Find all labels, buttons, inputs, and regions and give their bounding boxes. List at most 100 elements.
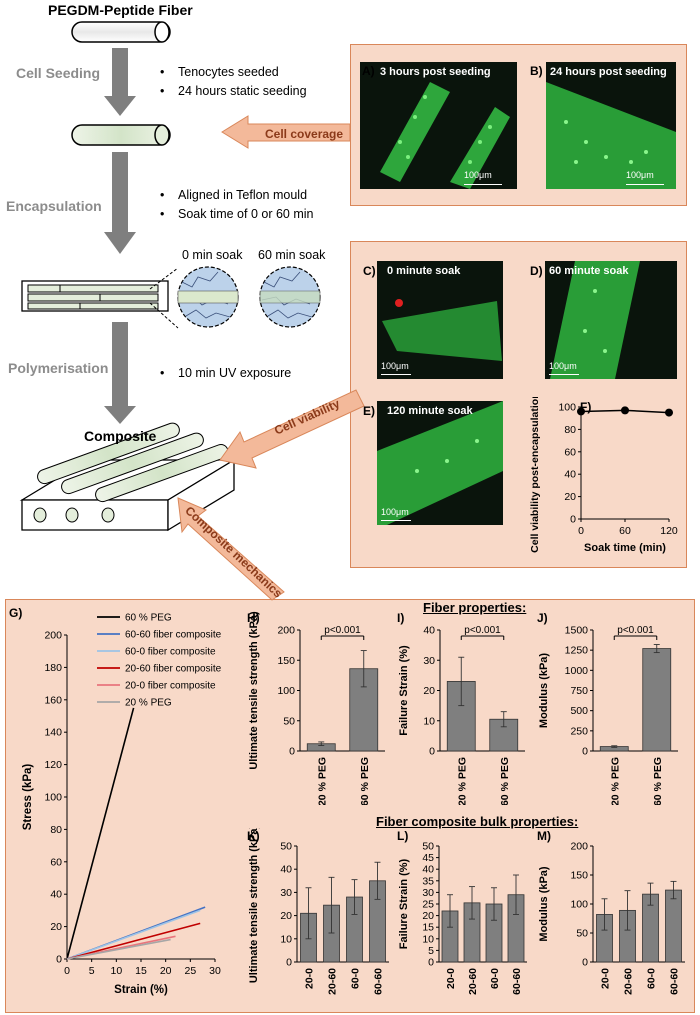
y-tick-label: 30 xyxy=(422,887,434,899)
step-cell-seeding: Cell Seeding xyxy=(16,65,101,81)
y-axis-label: Failure Strain (%) xyxy=(398,645,410,736)
bullet-item: 10 min UV exposure xyxy=(160,364,291,383)
x-tick-label: 5 xyxy=(89,965,95,977)
data-point xyxy=(621,406,629,415)
y-tick-label: 180 xyxy=(44,662,62,674)
bullet-item: Soak time of 0 or 60 min xyxy=(160,205,313,224)
y-tick-label: 0 xyxy=(582,746,588,758)
x-tick-label: 25 xyxy=(184,965,196,977)
y-tick-label: 50 xyxy=(280,841,292,853)
y-tick-label: 100 xyxy=(558,402,576,414)
x-tick-label: 20-0 xyxy=(600,968,612,989)
x-tick-label: 60-0 xyxy=(350,968,362,989)
y-tick-label: 100 xyxy=(44,792,62,804)
legend-label: 60-0 fiber composite xyxy=(125,647,216,658)
y-axis-label: Failure Strain (%) xyxy=(398,858,410,949)
micrograph-a: 3 hours post seeding 100μm xyxy=(360,62,517,189)
bullet-item: Tenocytes seeded xyxy=(160,63,307,82)
y-axis-label: Ultimate tensile strength (kPa) xyxy=(248,828,260,983)
plain-fiber xyxy=(71,21,171,43)
x-tick-label: 60 % PEG xyxy=(652,757,664,805)
micrograph-b-title: 24 hours post seeding xyxy=(550,66,667,78)
y-tick-label: 50 xyxy=(422,841,434,853)
legend-label: 20 % PEG xyxy=(125,698,172,709)
panel-letter-d: D) xyxy=(530,264,543,278)
x-tick-label: 10 xyxy=(110,965,122,977)
significance-label: p<0.001 xyxy=(617,625,654,636)
panel-letter: G) xyxy=(9,606,22,620)
x-tick-label: 0 xyxy=(64,965,70,977)
x-tick-label: 20 xyxy=(160,965,172,977)
micrograph-e: 120 minute soak 100μm xyxy=(377,401,503,525)
x-tick-label: 20-0 xyxy=(304,968,316,989)
y-tick-label: 80 xyxy=(50,824,62,836)
y-tick-label: 0 xyxy=(286,957,292,969)
scale-bar xyxy=(381,520,411,521)
panel-letter: J) xyxy=(537,611,548,625)
panel-letter: I) xyxy=(397,611,404,625)
down-arrow-3 xyxy=(104,322,136,424)
x-tick-label: 20 % PEG xyxy=(456,757,468,805)
y-tick-label: 0 xyxy=(289,746,295,758)
x-tick-label: 0 xyxy=(578,525,584,537)
x-tick-label: 60-0 xyxy=(646,968,658,989)
y-tick-label: 40 xyxy=(423,625,435,637)
y-tick-label: 40 xyxy=(564,469,576,481)
seeded-fiber xyxy=(71,124,171,146)
scale-bar xyxy=(381,374,411,375)
scale-bar xyxy=(464,184,502,185)
x-tick-label: 20-0 xyxy=(445,968,457,989)
y-axis-label: Ultimate tensile strength (kPa) xyxy=(248,611,260,770)
encapsulation-bullets: Aligned in Teflon mould Soak time of 0 o… xyxy=(160,186,313,224)
soak-circle-60min xyxy=(259,266,321,328)
seeding-bullets: Tenocytes seeded 24 hours static seeding xyxy=(160,63,307,101)
panel-letter-c: C) xyxy=(363,264,376,278)
y-tick-label: 20 xyxy=(422,910,434,922)
y-tick-label: 20 xyxy=(423,685,435,697)
series-line xyxy=(66,909,201,960)
y-tick-label: 1000 xyxy=(565,665,589,677)
significance-label: p<0.001 xyxy=(464,625,501,636)
x-tick-label: 20 % PEG xyxy=(609,757,621,805)
y-axis-label: Modulus (kPa) xyxy=(538,653,550,729)
series-line xyxy=(66,922,201,960)
soak-circle-0min xyxy=(177,266,239,328)
x-tick-label: 20-60 xyxy=(623,968,635,995)
x-tick-label: 120 xyxy=(660,525,678,537)
y-tick-label: 5 xyxy=(428,945,434,957)
step-encapsulation: Encapsulation xyxy=(6,198,102,214)
teflon-mould xyxy=(21,267,179,329)
panel-letter: F) xyxy=(580,400,591,414)
y-tick-label: 500 xyxy=(570,705,588,717)
x-tick-label: 60 % PEG xyxy=(499,757,511,805)
scale-label: 100μm xyxy=(381,361,409,371)
panel-letter: L) xyxy=(397,829,408,843)
legend-label: 60-60 fiber composite xyxy=(125,630,222,641)
soak-label-0: 0 min soak xyxy=(182,248,243,262)
y-tick-label: 160 xyxy=(44,694,62,706)
panel-letter: H) xyxy=(247,611,260,625)
significance-label: p<0.001 xyxy=(324,625,361,636)
x-tick-label: 20-60 xyxy=(327,968,339,995)
micrograph-d: 60 minute soak 100μm xyxy=(545,261,677,379)
bullet-item: Aligned in Teflon mould xyxy=(160,186,313,205)
y-axis-label: Cell viability post-encapsulation (%) xyxy=(529,397,541,553)
y-tick-label: 60 xyxy=(50,856,62,868)
cell-coverage-label: Cell coverage xyxy=(265,127,344,141)
y-tick-label: 200 xyxy=(277,625,295,637)
y-tick-label: 10 xyxy=(280,933,292,945)
series-line xyxy=(66,938,171,960)
scale-label: 100μm xyxy=(464,170,492,180)
bar xyxy=(665,889,682,963)
bullet-item: 24 hours static seeding xyxy=(160,82,307,101)
y-tick-label: 20 xyxy=(564,491,576,503)
y-tick-label: 140 xyxy=(44,727,62,739)
micrograph-c-title: 0 minute soak xyxy=(387,265,461,277)
y-tick-label: 1500 xyxy=(565,625,589,637)
legend-label: 60 % PEG xyxy=(125,613,172,624)
y-tick-label: 60 xyxy=(564,446,576,458)
x-tick-label: 60-0 xyxy=(489,968,501,989)
